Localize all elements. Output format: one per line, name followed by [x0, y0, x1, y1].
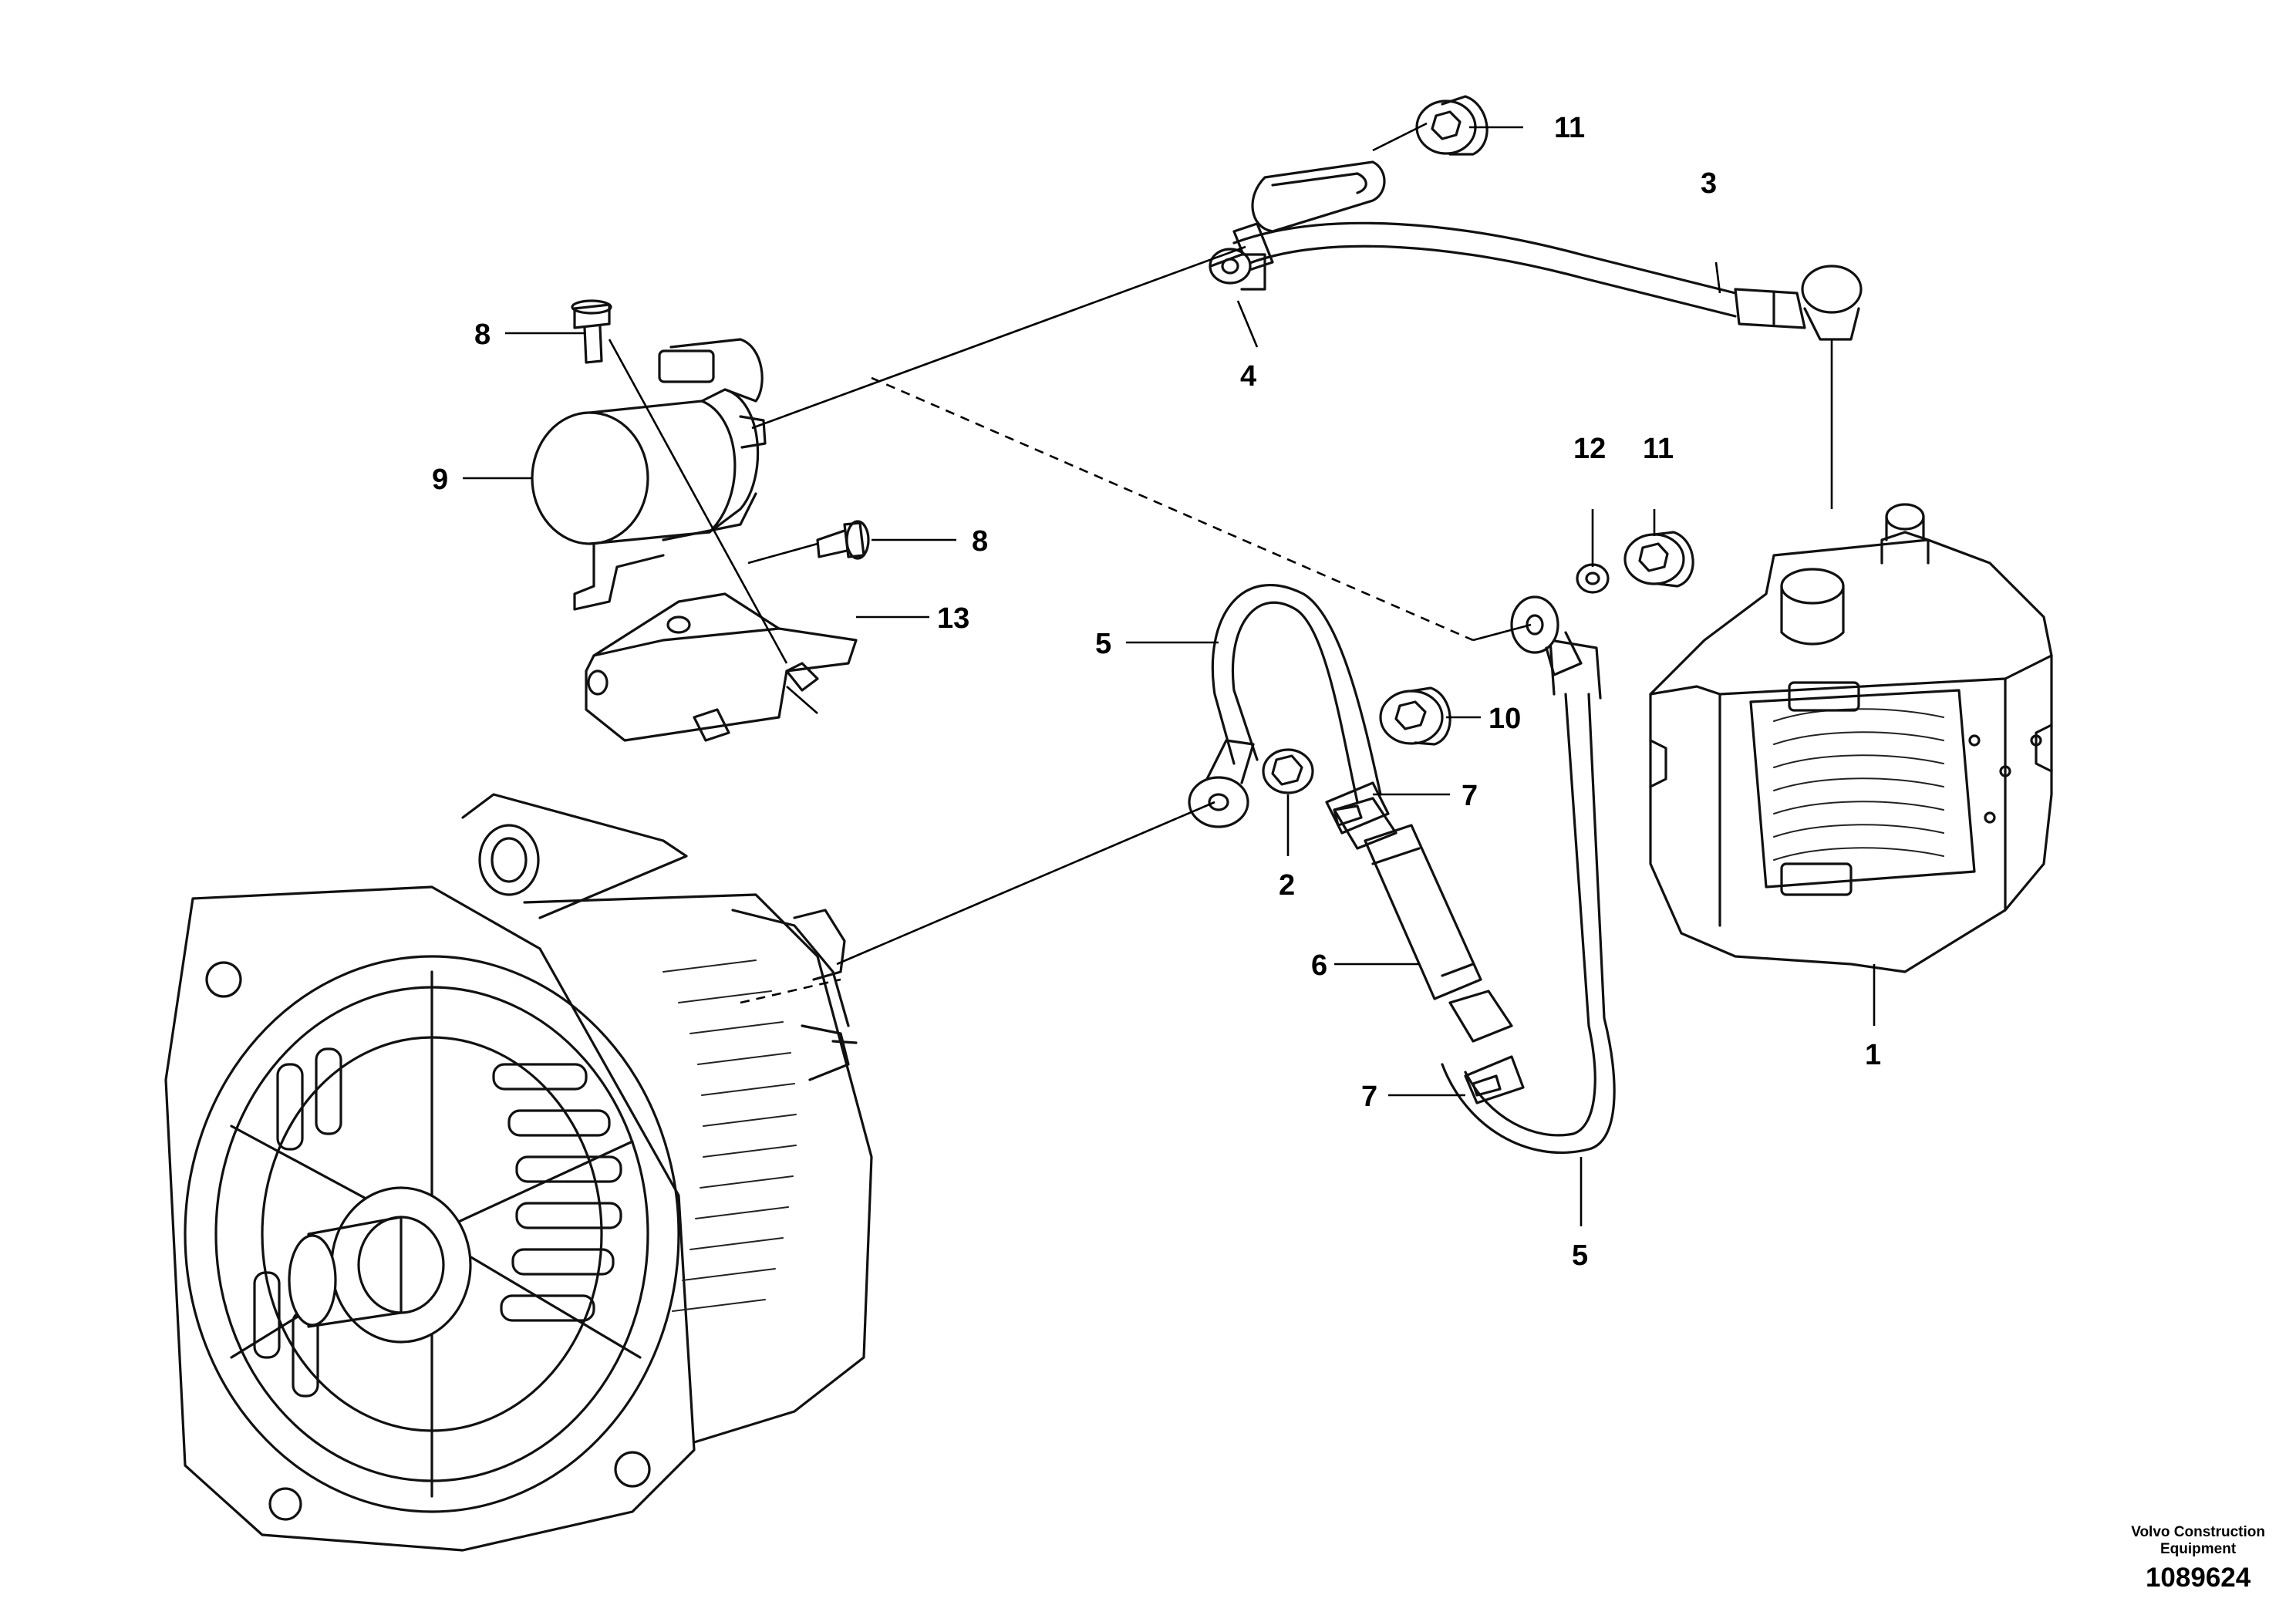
nut-12: [1576, 563, 1610, 594]
callout-2: 2: [1279, 869, 1295, 902]
callout-leaders: [463, 126, 1876, 1226]
cap-nut-11: [1623, 531, 1694, 588]
callout-4: 4: [1240, 360, 1256, 393]
callout-8-side: 8: [972, 525, 988, 558]
callout-12: 12: [1573, 433, 1606, 465]
callout-8-top: 8: [474, 319, 491, 351]
manufacturer-name-line2: Equipment: [2160, 1541, 2237, 1557]
ring-lug-right: [1510, 595, 1583, 676]
nut-2: [1262, 748, 1314, 794]
drawing-footer: Volvo Construction Equipment 1089624: [2131, 1524, 2265, 1595]
bolt-side: [816, 520, 870, 560]
preheater-block: [1649, 503, 2053, 973]
bolt-top: [571, 299, 612, 364]
callout-5-bottom: 5: [1572, 1239, 1588, 1272]
cap-nut-top: [1415, 95, 1489, 156]
callout-11-right: 11: [1643, 433, 1674, 465]
starter-relay: [531, 338, 767, 611]
alternator: [164, 793, 873, 1552]
callout-10: 10: [1489, 703, 1521, 735]
cable-lug-4: [1209, 248, 1266, 291]
fuse-holder: [1333, 797, 1513, 1043]
cap-nut-10: [1379, 686, 1451, 746]
mounting-bracket: [585, 592, 858, 742]
callout-7-top: 7: [1462, 780, 1478, 812]
callout-7-bottom: 7: [1361, 1081, 1377, 1113]
callout-11-top: 11: [1554, 112, 1585, 144]
callout-3: 3: [1701, 167, 1717, 200]
callout-5-top: 5: [1095, 628, 1111, 660]
manufacturer-name: Volvo Construction: [2131, 1524, 2265, 1540]
callout-6: 6: [1311, 949, 1327, 982]
callout-labels: 11 3 4 8 9 8 13 5 12 11 10 7 2 6 7 5 1: [432, 112, 1881, 1272]
callout-1: 1: [1865, 1039, 1881, 1071]
cable-clamp-bottom: [1464, 1055, 1525, 1104]
callout-13: 13: [937, 602, 969, 635]
drawing-number: 1089624: [2145, 1563, 2251, 1593]
connection-lines: [608, 122, 1833, 1004]
callout-9: 9: [432, 464, 448, 496]
ring-lug-left: [1188, 739, 1255, 828]
cable-clamp-top: [1325, 781, 1390, 835]
cable-3: [1232, 160, 1863, 341]
cable-5: [1211, 584, 1616, 1154]
